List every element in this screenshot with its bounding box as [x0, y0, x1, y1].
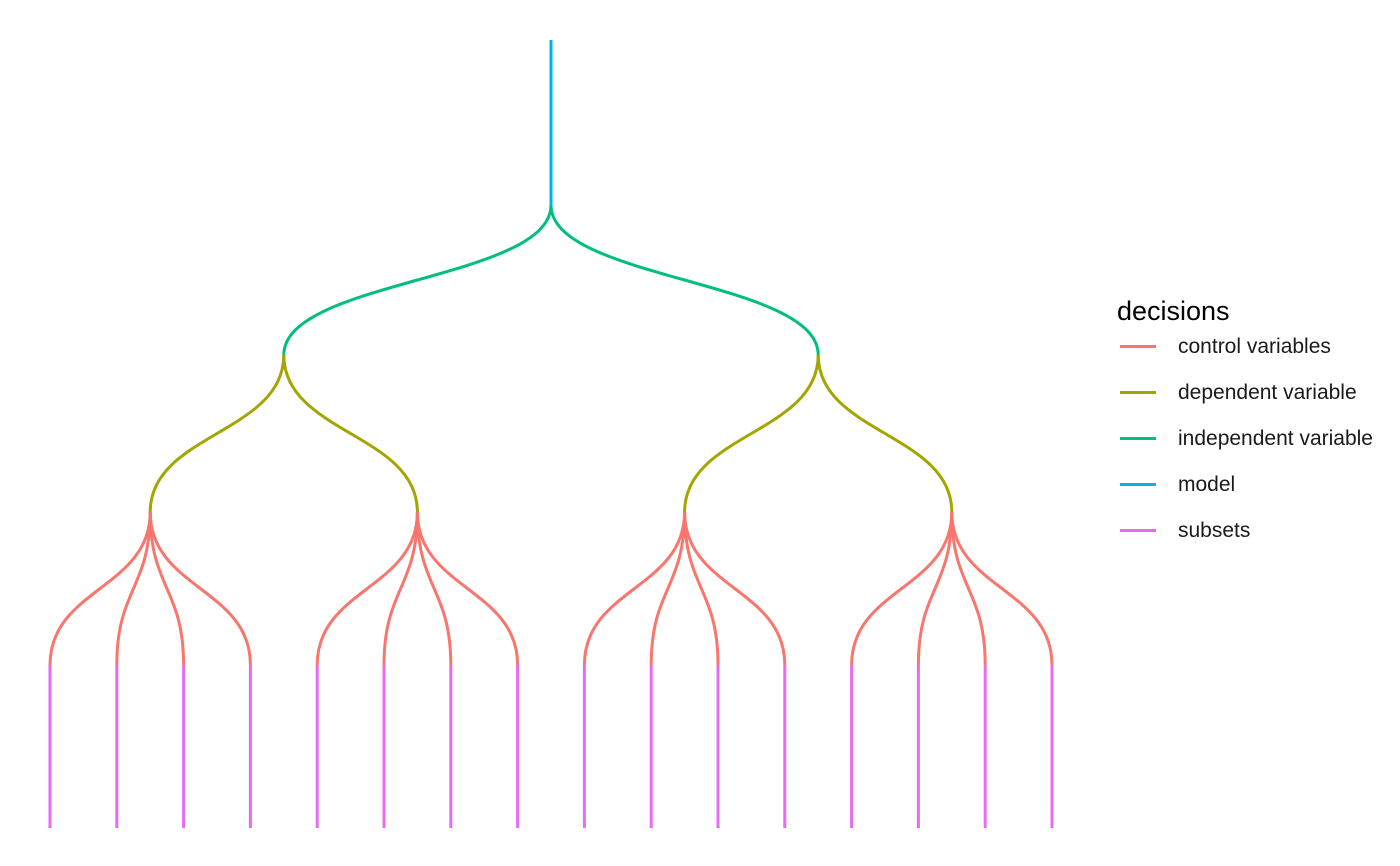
control-variables-edge-2 [115, 511, 152, 666]
independent-variable-edge-2 [549, 204, 820, 356]
control-variables-edge-11 [683, 511, 720, 666]
legend-item-dependent-variable: dependent variable [1117, 382, 1357, 428]
control-variables-edge-3 [148, 511, 186, 666]
decision-tree-diagram [48, 40, 1054, 828]
control-variables-edge-5 [315, 511, 419, 666]
control-variables-edge-6 [382, 511, 419, 666]
control-variables-edge-12 [683, 511, 787, 666]
control-variables-edge-14 [916, 511, 954, 666]
legend-key-dependent-variable [1120, 391, 1156, 394]
legend-item-subsets: subsets [1117, 520, 1250, 566]
legend-key-subsets [1120, 529, 1156, 532]
independent-variable-edge-1 [282, 204, 553, 356]
control-variables-edge-13 [850, 511, 954, 666]
control-variables-edge-1 [48, 511, 152, 666]
legend: decisions control variables dependent va… [1117, 294, 1373, 566]
legend-item-control-variables: control variables [1117, 336, 1331, 382]
legend-key-control-variables [1120, 345, 1156, 348]
legend-label-independent-variable: independent variable [1178, 427, 1373, 450]
control-variables-edge-15 [950, 511, 987, 666]
legend-item-independent-variable: independent variable [1117, 428, 1373, 474]
dependent-variable-edge-3 [683, 354, 820, 513]
dependent-variable-edge-2 [282, 354, 419, 513]
legend-title: decisions [1117, 296, 1230, 326]
legend-key-model [1120, 483, 1156, 486]
control-variables-edge-9 [582, 511, 687, 666]
control-variables-edge-10 [649, 511, 687, 666]
legend-label-dependent-variable: dependent variable [1178, 381, 1357, 404]
legend-item-model: model [1117, 474, 1235, 520]
control-variables-edge-4 [148, 511, 252, 666]
legend-label-control-variables: control variables [1178, 335, 1331, 358]
legend-key-independent-variable [1120, 437, 1156, 440]
control-variables-edge-8 [415, 511, 520, 666]
dependent-variable-edge-1 [148, 354, 286, 513]
control-variables-edge-16 [950, 511, 1054, 666]
dependent-variable-edge-4 [816, 354, 954, 513]
legend-label-model: model [1178, 473, 1236, 496]
control-variables-edge-7 [415, 511, 453, 666]
legend-label-subsets: subsets [1178, 519, 1251, 542]
